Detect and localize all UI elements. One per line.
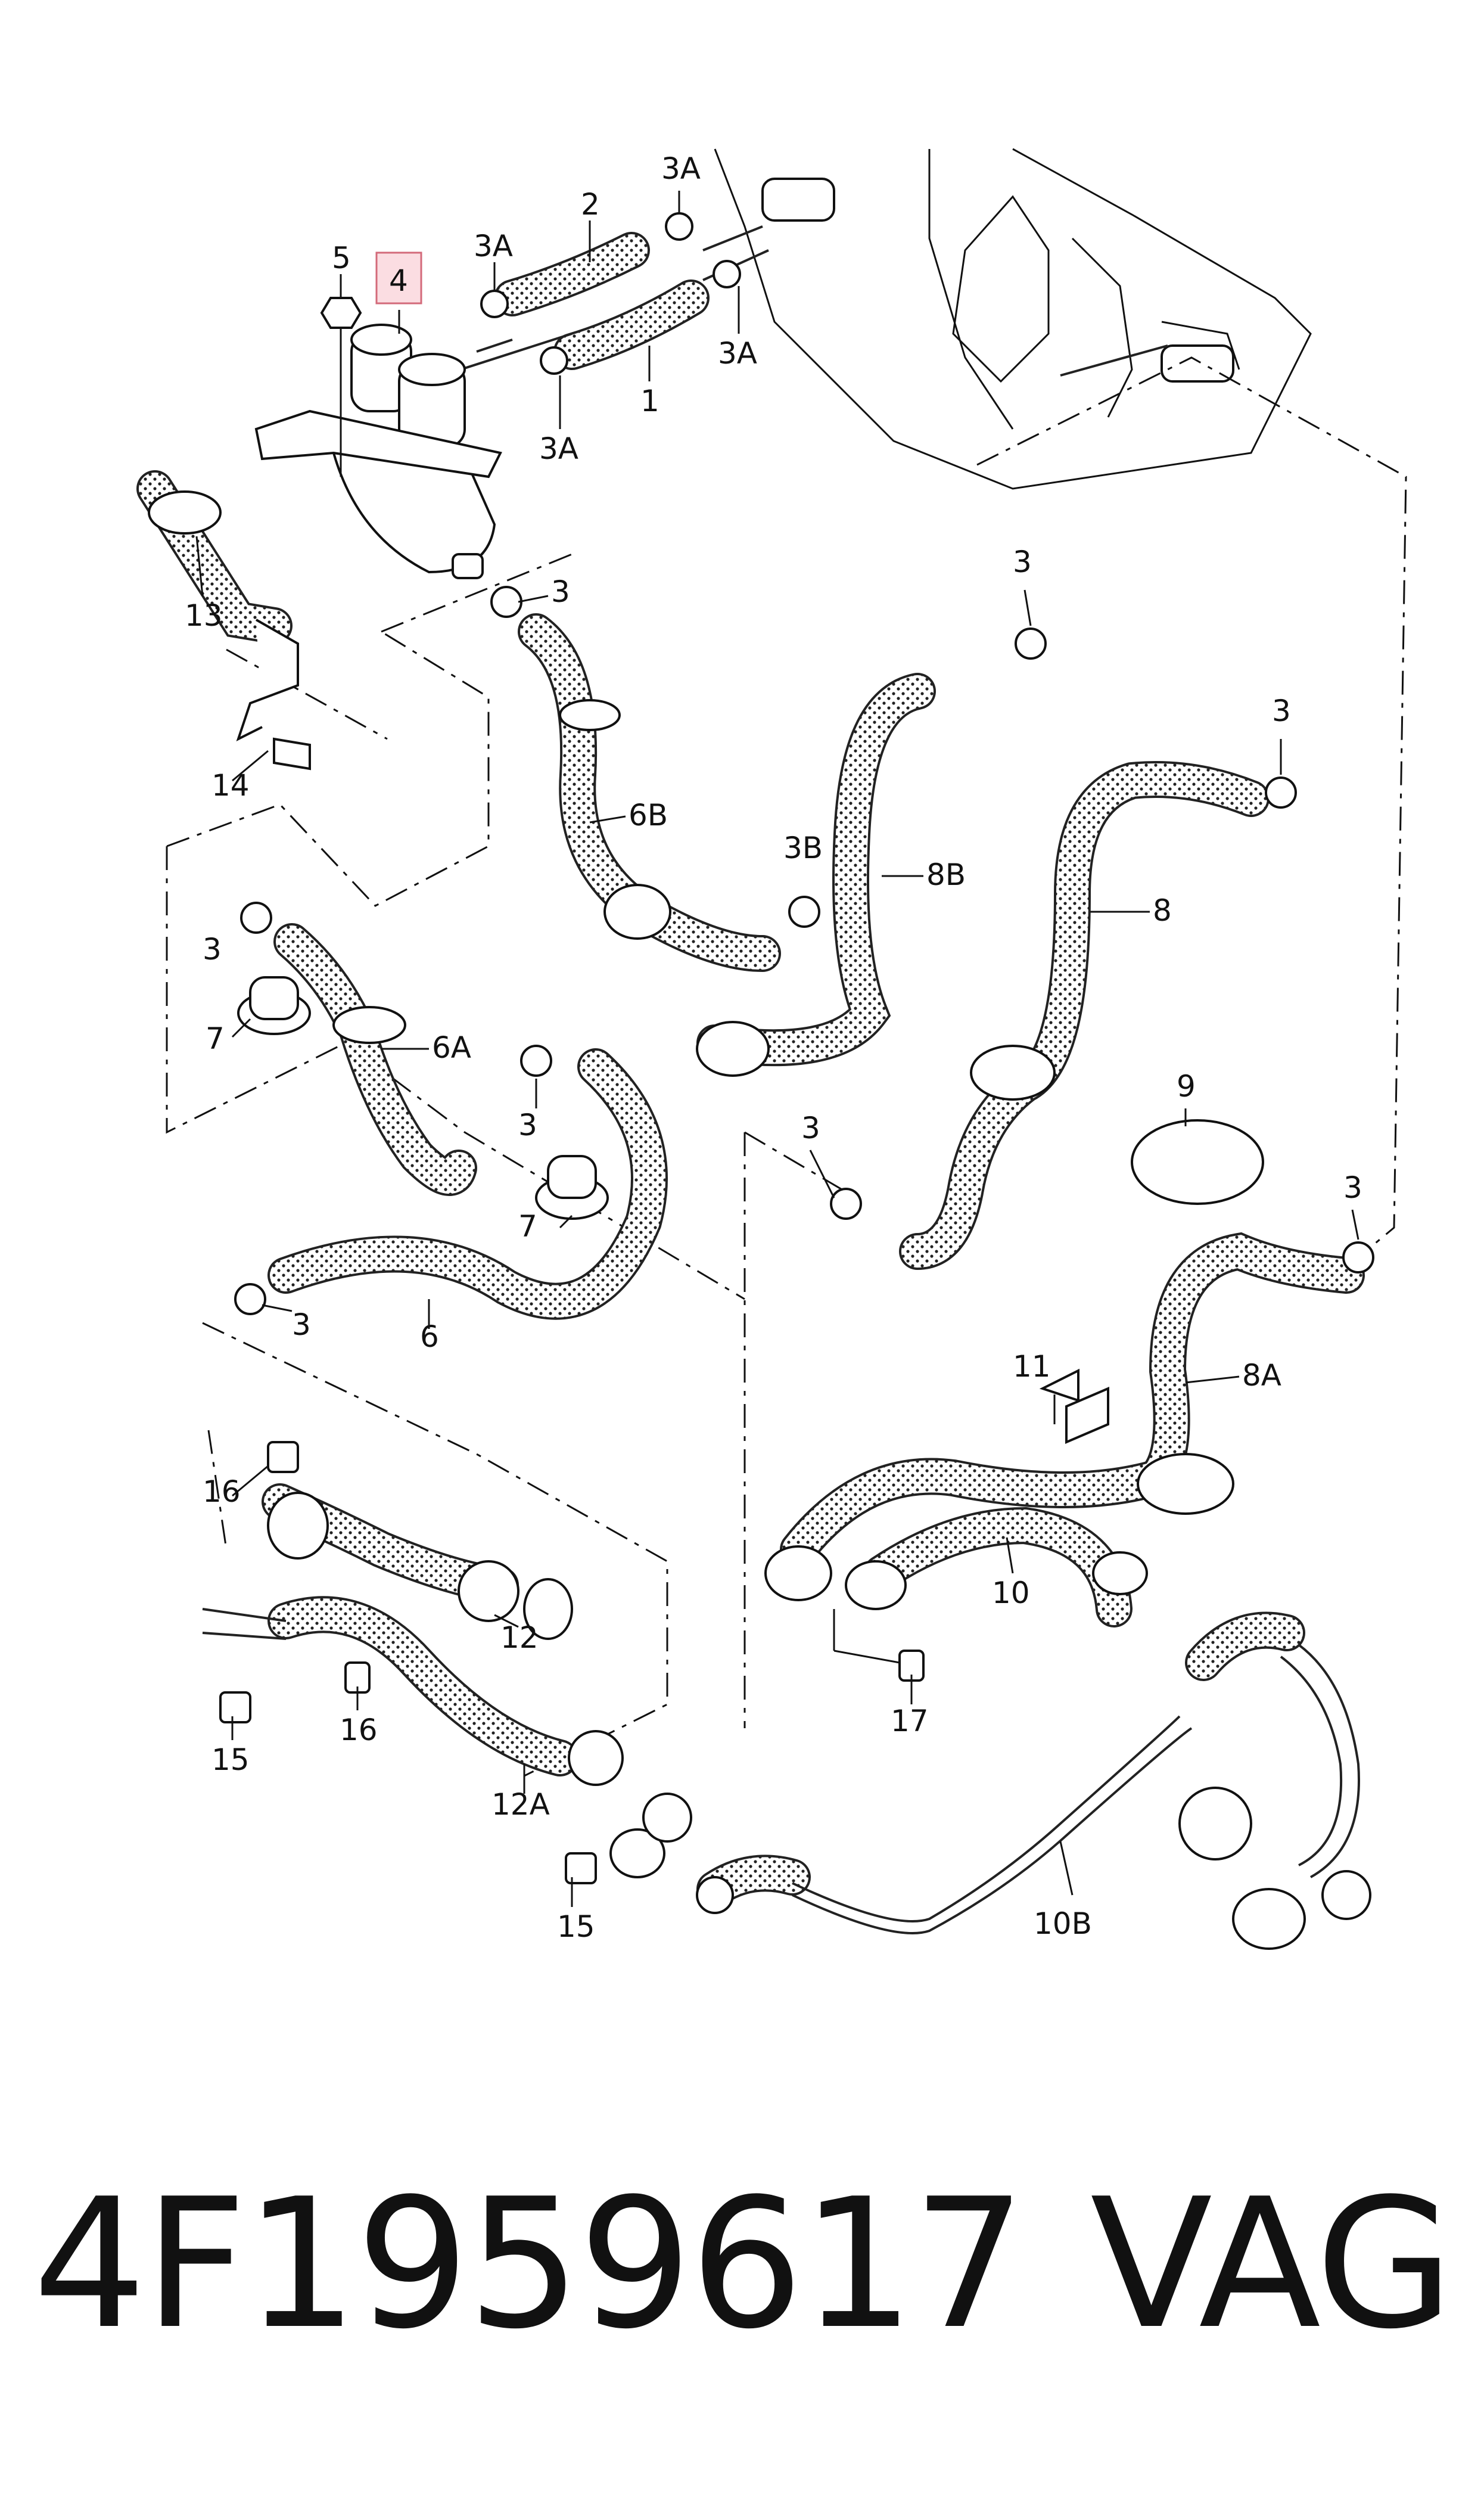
callout-6b: 6B — [629, 798, 668, 833]
nut — [320, 297, 362, 477]
callout-3: 3 — [1013, 545, 1032, 579]
bracket — [148, 490, 311, 771]
callout-8b: 8B — [926, 858, 966, 892]
callout-6a: 6A — [432, 1030, 471, 1065]
callout-3: 3 — [203, 932, 222, 967]
part-number: 4F1959617 — [33, 2160, 1026, 2368]
callout-3b: 3B — [783, 831, 823, 865]
brand-label: VAG — [1090, 2160, 1454, 2368]
callout-3: 3 — [292, 1307, 311, 1342]
callout-3a: 3A — [661, 151, 701, 186]
callout-15: 15 — [557, 1909, 595, 1944]
connectors — [219, 884, 1371, 1950]
callout-3a: 3A — [539, 431, 578, 466]
callout-14: 14 — [211, 768, 250, 803]
callout-3a: 3A — [474, 229, 513, 263]
callout-10: 10 — [992, 1576, 1030, 1610]
callout-1: 1 — [640, 384, 659, 418]
callout-13: 13 — [185, 598, 223, 633]
callout-8: 8 — [1153, 893, 1172, 928]
hose-diagram: 5 4 3A 2 3A 1 3A 3A 3 13 14 6B 3 3B 8B 3… — [136, 148, 1407, 1950]
callout-3a: 3A — [718, 336, 757, 371]
callout-17: 17 — [891, 1704, 929, 1738]
callout-12a: 12A — [491, 1787, 550, 1822]
callout-labels: 5 4 3A 2 3A 1 3A 3A 3 13 14 6B 3 3B 8B 3… — [185, 151, 1362, 1944]
clamps — [234, 212, 1374, 1315]
callout-3: 3 — [518, 1108, 537, 1142]
callout-2: 2 — [581, 187, 600, 222]
callout-3: 3 — [551, 574, 570, 609]
callout-7: 7 — [518, 1209, 537, 1244]
grommets — [237, 699, 1264, 1515]
callout-12: 12 — [500, 1620, 539, 1655]
callout-3: 3 — [1272, 694, 1291, 728]
callout-11: 11 — [1013, 1349, 1051, 1384]
callout-8a: 8A — [1242, 1358, 1281, 1393]
callout-16: 16 — [203, 1474, 241, 1509]
heater-valve — [254, 324, 502, 579]
callout-5: 5 — [332, 241, 351, 275]
leader-lines — [195, 191, 1359, 1907]
callout-4: 4 — [389, 263, 408, 298]
callout-7: 7 — [206, 1021, 225, 1056]
highlight-box — [375, 251, 422, 305]
callout-6: 6 — [420, 1319, 439, 1354]
callout-9: 9 — [1177, 1069, 1196, 1104]
callout-3: 3 — [801, 1111, 820, 1145]
callout-3: 3 — [1343, 1170, 1362, 1205]
callout-15: 15 — [211, 1743, 250, 1777]
callout-16: 16 — [340, 1713, 378, 1747]
engine-block — [714, 148, 1312, 490]
callout-10b: 10B — [1034, 1906, 1092, 1941]
